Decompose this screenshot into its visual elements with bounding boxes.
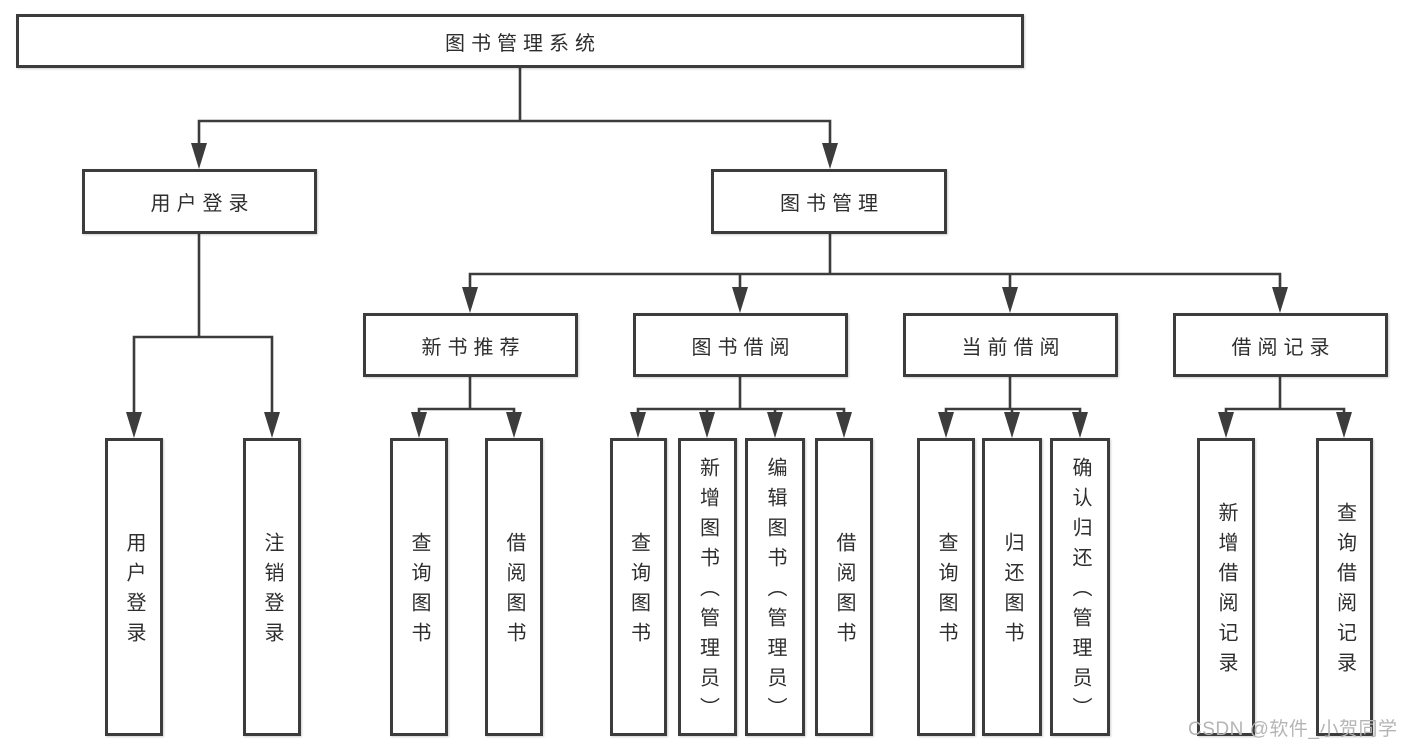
leaf-return-books: 归还图书 — [982, 438, 1042, 736]
leaf-add-book-admin: 新增图书（管理员） — [678, 438, 737, 736]
leaf-borrow-books: 借阅图书 — [815, 438, 873, 736]
arrow-down-icon — [126, 412, 142, 438]
leaf-add-borrow-record: 新增借阅记录 — [1197, 438, 1255, 736]
leaf-edit-book-admin: 编辑图书（管理员） — [745, 438, 805, 736]
arrow-down-icon — [822, 143, 838, 169]
watermark: CSDN @软件_小贺同学 — [1188, 719, 1398, 740]
arrow-down-icon — [767, 412, 783, 438]
arrow-down-icon — [1218, 412, 1234, 438]
leaf-recommend-borrow-books: 借阅图书 — [485, 438, 543, 736]
arrowheads — [126, 143, 1352, 438]
leaf-confirm-return-admin: 确认归还（管理员） — [1050, 438, 1110, 736]
leaf-edit-book-admin-label: 编辑图书（管理员） — [764, 457, 786, 727]
leaf-user-login: 用户登录 — [105, 438, 163, 736]
arrow-down-icon — [1336, 412, 1352, 438]
node-book-management-label: 图书管理 — [780, 193, 884, 215]
leaf-recommend-query-books-label: 查询图书 — [408, 532, 430, 652]
leaf-logout-label: 注销登录 — [261, 532, 283, 652]
node-book-borrow-label: 图书借阅 — [691, 336, 796, 359]
arrow-down-icon — [191, 143, 207, 169]
leaf-recommend-borrow-books-label: 借阅图书 — [503, 532, 525, 652]
node-root-label: 图书管理系统 — [445, 32, 601, 55]
node-current-borrow: 当前借阅 — [903, 313, 1118, 377]
node-borrow-records-label: 借阅记录 — [1231, 336, 1336, 359]
leaf-borrow-books-label: 借阅图书 — [833, 532, 855, 652]
arrow-down-icon — [836, 412, 852, 438]
node-new-book-recommend-label: 新书推荐 — [421, 336, 526, 359]
node-root: 图书管理系统 — [16, 14, 1024, 68]
arrow-down-icon — [1272, 287, 1288, 313]
node-borrow-records: 借阅记录 — [1173, 313, 1388, 377]
arrow-down-icon — [732, 287, 748, 313]
arrow-down-icon — [264, 412, 280, 438]
leaf-query-borrow-record: 查询借阅记录 — [1316, 438, 1373, 736]
leaf-query-borrow-record-label: 查询借阅记录 — [1333, 502, 1356, 682]
leaf-return-books-label: 归还图书 — [1001, 532, 1023, 652]
arrow-down-icon — [1002, 287, 1018, 313]
leaf-logout: 注销登录 — [243, 438, 301, 736]
arrow-down-icon — [630, 412, 646, 438]
arrow-down-icon — [938, 412, 954, 438]
node-book-borrow: 图书借阅 — [633, 313, 848, 377]
node-book-management: 图书管理 — [711, 169, 947, 234]
arrow-down-icon — [699, 412, 715, 438]
node-current-borrow-label: 当前借阅 — [961, 336, 1066, 359]
arrow-down-icon — [411, 412, 427, 438]
leaf-current-query-books: 查询图书 — [917, 438, 975, 736]
arrow-down-icon — [1004, 412, 1020, 438]
arrow-down-icon — [506, 412, 522, 438]
leaf-borrow-query-books: 查询图书 — [610, 438, 667, 736]
leaf-add-book-admin-label: 新增图书（管理员） — [696, 457, 719, 727]
leaf-confirm-return-admin-label: 确认归还（管理员） — [1069, 457, 1091, 727]
leaf-add-borrow-record-label: 新增借阅记录 — [1215, 502, 1237, 682]
leaf-user-login-label: 用户登录 — [123, 532, 145, 652]
leaf-recommend-query-books: 查询图书 — [390, 438, 448, 736]
arrow-down-icon — [462, 287, 478, 313]
node-new-book-recommend: 新书推荐 — [363, 313, 578, 377]
arrow-down-icon — [1072, 412, 1088, 438]
leaf-borrow-query-books-label: 查询图书 — [627, 532, 650, 652]
node-user-login: 用户登录 — [82, 169, 317, 234]
node-user-login-label: 用户登录 — [150, 193, 255, 215]
leaf-current-query-books-label: 查询图书 — [935, 532, 957, 652]
